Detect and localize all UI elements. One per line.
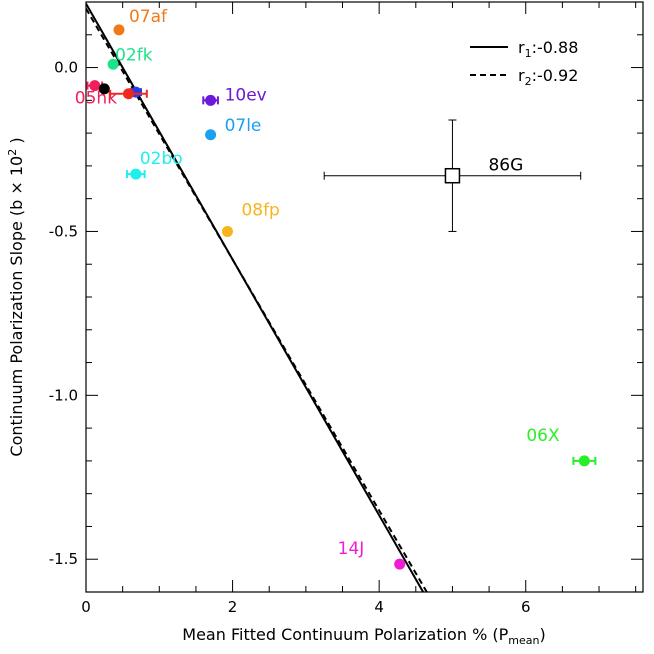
data-point: [107, 58, 119, 70]
axis-ticks: 0 2 4 6 0.0 -0.5 -1.0 -1.5: [49, 2, 643, 616]
y-tick-label: -1.5: [49, 550, 78, 568]
point-label: 10ev: [225, 85, 267, 105]
y-tick-label: -0.5: [49, 222, 78, 240]
x-tick-label: 4: [374, 598, 384, 616]
legend-entry: r2:-0.92: [518, 66, 578, 88]
y-tick-label: -1.0: [49, 386, 78, 404]
data-point: [89, 80, 101, 92]
fit-lines: [86, 3, 428, 592]
legend: r1:-0.88 r2:-0.92: [470, 38, 578, 88]
fit-line-r2: [86, 8, 428, 592]
plot-frame: [85, 1, 644, 593]
x-tick-label: 6: [521, 598, 531, 616]
point-label: 14J: [338, 539, 365, 559]
data-point: [221, 225, 233, 237]
point-label: 02fk: [115, 45, 153, 65]
ref-label: 86G: [488, 156, 523, 176]
x-axis-label: Mean Fitted Continuum Polarization % (Pm…: [182, 625, 545, 647]
ref-marker: [444, 167, 461, 184]
data-point: [123, 88, 135, 100]
data-point: [205, 129, 217, 141]
data-point: [98, 83, 110, 95]
reference-point: 86G: [323, 119, 582, 232]
x-tick-label: 0: [81, 598, 91, 616]
point-label: 08fp: [241, 200, 279, 220]
point-label: 07af: [129, 7, 168, 27]
point-label: 07le: [225, 116, 262, 136]
x-tick-label: 2: [228, 598, 238, 616]
y-axis-label: Continuum Polarization Slope (b × 102 ): [6, 137, 26, 456]
point-label: 02bo: [140, 149, 183, 169]
y-tick-label: 0.0: [54, 59, 78, 77]
data-point: [394, 558, 406, 570]
point-label: 06X: [526, 426, 560, 446]
data-point: [113, 24, 125, 36]
data-point: [205, 94, 217, 106]
data-point: [578, 455, 590, 467]
legend-entry: r1:-0.88: [518, 38, 578, 60]
data-point: [130, 168, 142, 180]
